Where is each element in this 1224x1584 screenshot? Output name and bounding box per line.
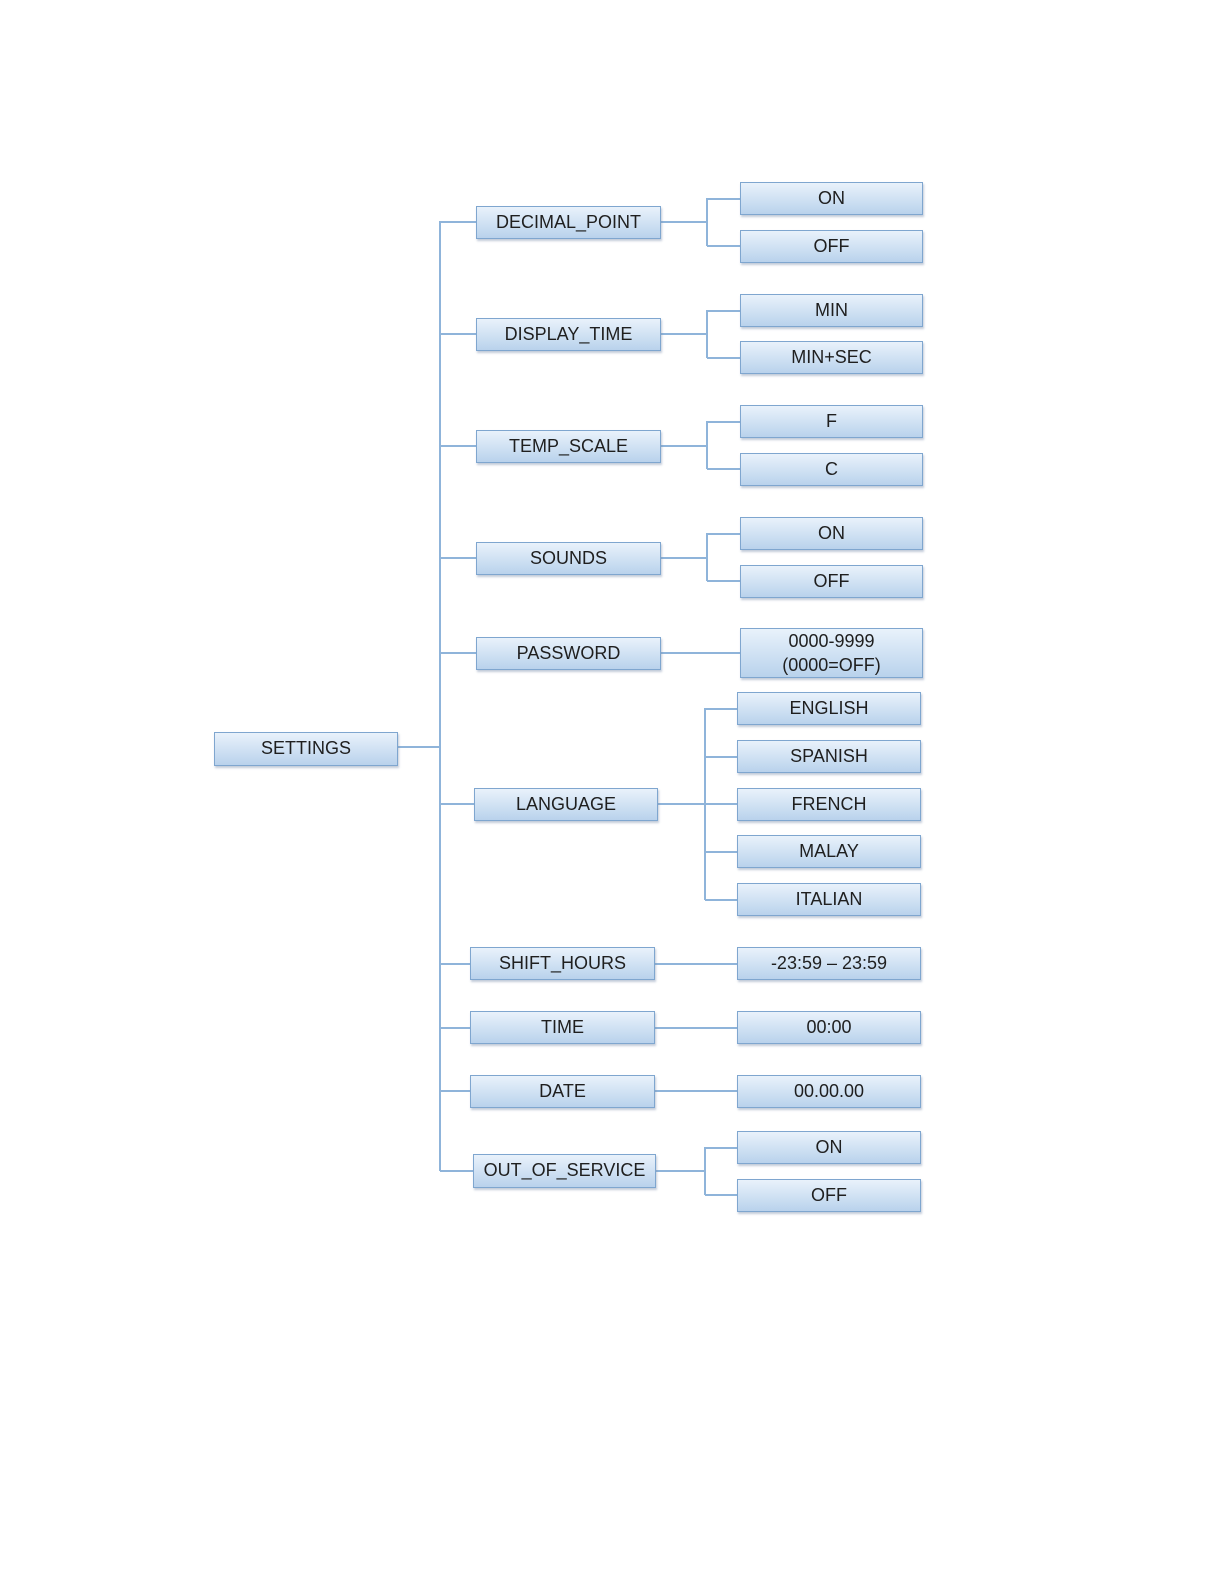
branch-node-out-of-service: OUT_OF_SERVICE — [473, 1154, 656, 1188]
opt-vline-sounds — [706, 533, 708, 581]
branch-node-display-time: DISPLAY_TIME — [476, 318, 661, 351]
branch-stub-out-of-service — [440, 1170, 473, 1172]
root-connector — [397, 746, 440, 748]
opt-tick-language-spanish — [705, 756, 737, 758]
opt-vline-temp-scale — [706, 421, 708, 469]
branch-node-temp-scale: TEMP_SCALE — [476, 430, 661, 463]
branch-stub-sounds — [440, 557, 476, 559]
option-node-decimal-point-off: OFF — [740, 230, 923, 263]
opt-link-out-of-service — [655, 1170, 705, 1172]
branch-stub-password — [440, 652, 476, 654]
opt-link-password — [660, 652, 740, 654]
branch-node-decimal-point: DECIMAL_POINT — [476, 206, 661, 239]
opt-link-time — [654, 1027, 737, 1029]
opt-link-decimal-point — [660, 221, 707, 223]
opt-link-display-time — [660, 333, 707, 335]
option-node-sounds-on: ON — [740, 517, 923, 550]
opt-tick-language-italian — [705, 899, 737, 901]
option-node-language-italian: ITALIAN — [737, 883, 921, 916]
opt-link-date — [654, 1090, 737, 1092]
branch-node-language: LANGUAGE — [474, 788, 658, 821]
option-node-shift-hours-range: -23:59 – 23:59 — [737, 947, 921, 980]
option-node-display-time-min: MIN — [740, 294, 923, 327]
opt-tick-language-malay — [705, 851, 737, 853]
opt-tick-language-english — [705, 708, 737, 710]
branch-stub-display-time — [440, 333, 476, 335]
branch-stub-date — [440, 1090, 470, 1092]
branch-stub-language — [440, 803, 474, 805]
option-node-out-of-service-on: ON — [737, 1131, 921, 1164]
branch-stub-decimal-point — [440, 221, 476, 223]
opt-tick-temp-scale-f — [707, 421, 740, 423]
branch-node-shift-hours: SHIFT_HOURS — [470, 947, 655, 980]
root-node-settings: SETTINGS — [214, 732, 398, 766]
opt-tick-decimal-point-on — [707, 198, 740, 200]
opt-vline-decimal-point — [706, 198, 708, 246]
option-node-date-value: 00.00.00 — [737, 1075, 921, 1108]
opt-tick-temp-scale-c — [707, 468, 740, 470]
branch-node-sounds: SOUNDS — [476, 542, 661, 575]
branch-node-password: PASSWORD — [476, 637, 661, 670]
opt-link-temp-scale — [660, 445, 707, 447]
option-node-language-french: FRENCH — [737, 788, 921, 821]
option-node-language-spanish: SPANISH — [737, 740, 921, 773]
opt-link-shift-hours — [654, 963, 737, 965]
opt-tick-display-time-minsec — [707, 357, 740, 359]
opt-tick-display-time-min — [707, 310, 740, 312]
opt-tick-out-of-service-off — [705, 1194, 737, 1196]
branch-stub-temp-scale — [440, 445, 476, 447]
option-node-time-value: 00:00 — [737, 1011, 921, 1044]
option-node-password-range: 0000-9999 (0000=OFF) — [740, 628, 923, 678]
opt-tick-language-french — [705, 803, 737, 805]
opt-vline-out-of-service — [704, 1147, 706, 1195]
option-node-temp-scale-f: F — [740, 405, 923, 438]
opt-link-sounds — [660, 557, 707, 559]
opt-tick-out-of-service-on — [705, 1147, 737, 1149]
option-node-language-english: ENGLISH — [737, 692, 921, 725]
branch-stub-shift-hours — [440, 963, 470, 965]
option-node-decimal-point-on: ON — [740, 182, 923, 215]
option-node-temp-scale-c: C — [740, 453, 923, 486]
branch-stub-time — [440, 1027, 470, 1029]
branch-node-date: DATE — [470, 1075, 655, 1108]
option-node-display-time-min-sec: MIN+SEC — [740, 341, 923, 374]
branch-node-time: TIME — [470, 1011, 655, 1044]
opt-tick-decimal-point-off — [707, 245, 740, 247]
opt-tick-sounds-on — [707, 533, 740, 535]
option-node-sounds-off: OFF — [740, 565, 923, 598]
opt-link-language — [657, 803, 705, 805]
option-node-out-of-service-off: OFF — [737, 1179, 921, 1212]
option-node-language-malay: MALAY — [737, 835, 921, 868]
opt-tick-sounds-off — [707, 580, 740, 582]
opt-vline-display-time — [706, 310, 708, 358]
